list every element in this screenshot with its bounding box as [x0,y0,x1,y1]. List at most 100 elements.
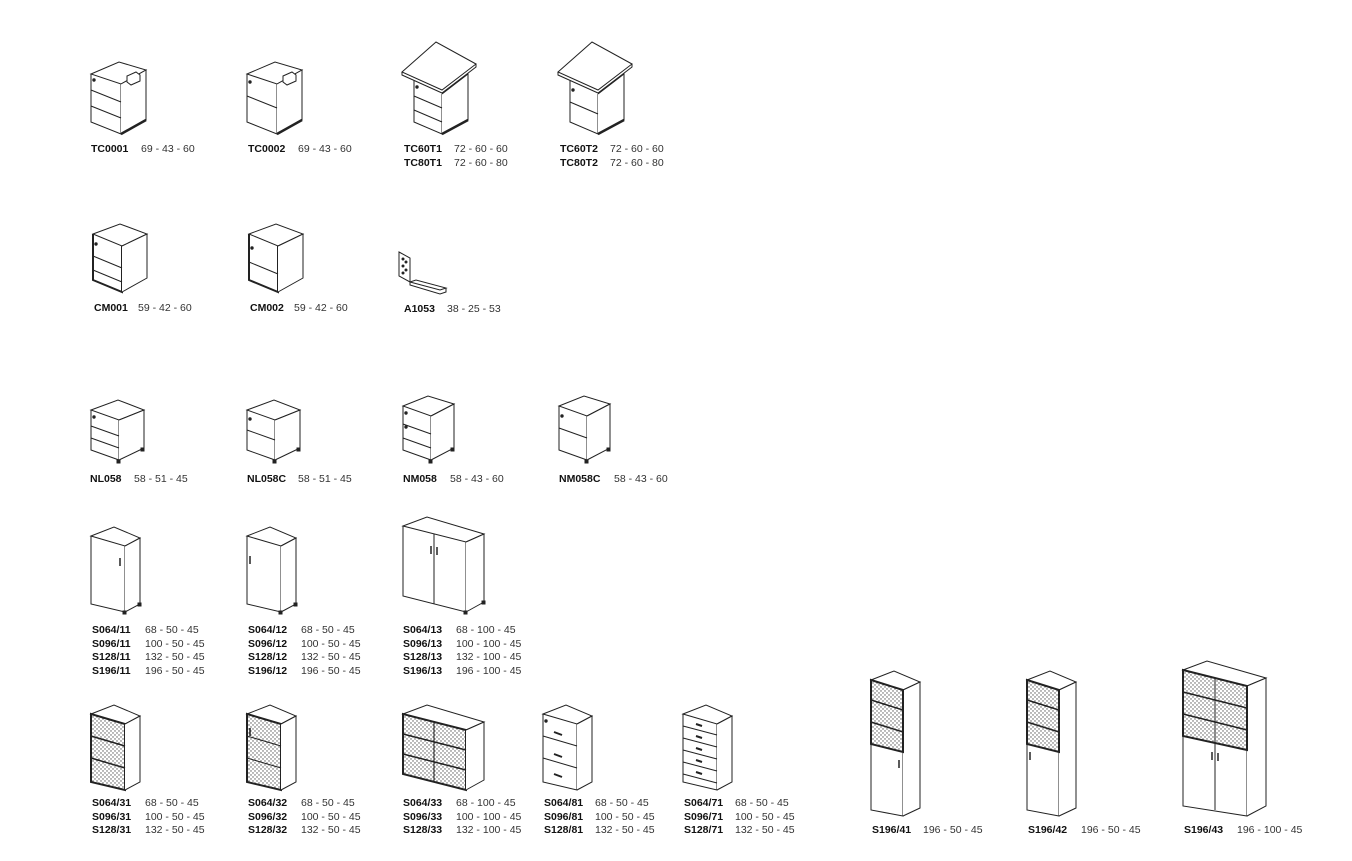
mobile-pedestal-icon [247,223,305,294]
product-code: S196/13 [403,664,443,677]
product-code: S064/11 [92,624,131,636]
product-dimensions: 68 - 50 - 45 [301,797,355,809]
product-codes: S064/12 68 - 50 - 45 S096/12 100 - 50 - 45… [248,624,361,678]
product-dimensions: 132 - 50 - 45 [301,651,361,663]
product-dimensions: 100 - 100 - 45 [456,637,522,650]
product-code: S064/13 [403,624,443,636]
glass-cupboard-double-icon [401,704,486,792]
product-codes: S196/41 196 - 50 - 45 [872,824,983,838]
product-dimensions: 69 - 43 - 60 [141,143,195,155]
product-dimensions: 72 - 60 - 80 [610,156,664,169]
product-dimensions: 132 - 50 - 45 [595,824,655,836]
pedestal-icon [557,395,612,464]
product-code: S096/33 [403,810,443,823]
product-dimensions: 196 - 100 - 45 [456,664,522,677]
product-code: NM058C [559,473,601,485]
product-dimensions: 69 - 43 - 60 [298,143,352,155]
pedestal-with-top-icon [89,61,148,136]
cupboard-door-icon [89,526,142,615]
product-dimensions: 38 - 25 - 53 [447,303,501,315]
product-code: S196/42 [1028,824,1068,836]
product-code: S128/32 [248,824,288,836]
product-dimensions: 100 - 100 - 45 [456,810,522,823]
product-dimensions: 100 - 50 - 45 [595,810,655,823]
product-code: S128/13 [403,651,443,663]
product-codes: NL058C 58 - 51 - 45 [247,473,352,487]
product-dimensions: 58 - 51 - 45 [298,473,352,485]
filing-cabinet-icon [541,704,594,791]
product-code: S128/12 [248,651,288,663]
product-code: S096/31 [92,810,132,823]
product-code: S196/41 [872,824,912,836]
product-codes: S196/43 196 - 100 - 45 [1184,824,1302,838]
product-code: S196/11 [92,664,131,677]
cupboard-double-door-icon [401,516,486,615]
pedestal-desktop-icon [557,41,633,136]
product-code: CM001 [94,302,128,314]
product-dimensions: 196 - 50 - 45 [1081,824,1141,836]
product-dimensions: 100 - 50 - 45 [145,637,205,650]
product-code: TC60T1 [404,143,442,155]
product-code: S064/71 [684,797,724,809]
product-code: NL058 [90,473,122,485]
product-code: S128/81 [544,824,584,836]
product-code: TC80T2 [560,156,598,169]
product-dimensions: 100 - 50 - 45 [301,637,361,650]
product-code: NL058C [247,473,287,485]
product-code: TC60T2 [560,143,598,155]
product-code: S096/13 [403,637,443,650]
product-dimensions: 59 - 42 - 60 [138,302,192,314]
product-codes: S064/32 68 - 50 - 45 S096/32 100 - 50 - 45… [248,797,361,838]
product-dimensions: 132 - 100 - 45 [456,651,522,663]
product-code: S128/33 [403,824,443,836]
product-dimensions: 68 - 100 - 45 [456,624,516,636]
product-dimensions: 58 - 43 - 60 [614,473,668,485]
product-dimensions: 72 - 60 - 80 [454,156,508,169]
bracket-icon [398,251,448,295]
product-dimensions: 68 - 50 - 45 [595,797,649,809]
product-codes: NM058C 58 - 43 - 60 [559,473,668,487]
product-codes: TC60T1 72 - 60 - 60 TC80T1 72 - 60 - 80 [404,143,508,170]
product-code: S064/32 [248,797,288,809]
product-dimensions: 196 - 50 - 45 [301,664,361,677]
tall-cupboard-glass-top-icon [1025,670,1078,817]
product-code: NM058 [403,473,437,485]
product-code: S064/81 [544,797,584,809]
product-code: S096/32 [248,810,288,823]
pedestal-icon [401,395,456,464]
product-dimensions: 59 - 42 - 60 [294,302,348,314]
product-code: S096/12 [248,637,288,650]
product-codes: CM001 59 - 42 - 60 [94,302,192,316]
product-dimensions: 196 - 100 - 45 [1237,824,1303,836]
product-dimensions: 68 - 50 - 45 [301,624,355,636]
product-dimensions: 132 - 50 - 45 [301,824,361,836]
product-code: S064/12 [248,624,288,636]
product-codes: CM002 59 - 42 - 60 [250,302,348,316]
pedestal-with-top-icon [245,61,304,136]
product-dimensions: 196 - 50 - 45 [923,824,983,836]
product-code: CM002 [250,302,284,314]
product-code: S128/11 [92,651,131,663]
product-dimensions: 100 - 50 - 45 [735,810,795,823]
product-code: S064/31 [92,797,132,809]
product-dimensions: 72 - 60 - 60 [454,143,508,155]
glass-cupboard-icon [89,704,142,792]
product-code: S128/71 [684,824,724,836]
product-code: TC80T1 [404,156,442,169]
product-dimensions: 100 - 50 - 45 [301,810,361,823]
product-code: S196/43 [1184,824,1224,836]
drawer-cabinet-icon [681,704,734,791]
product-code: S096/11 [92,637,131,650]
product-dimensions: 68 - 50 - 45 [735,797,789,809]
tall-cupboard-glass-top-icon [869,670,922,817]
product-codes: S196/42 196 - 50 - 45 [1028,824,1141,838]
product-dimensions: 196 - 50 - 45 [145,664,205,677]
